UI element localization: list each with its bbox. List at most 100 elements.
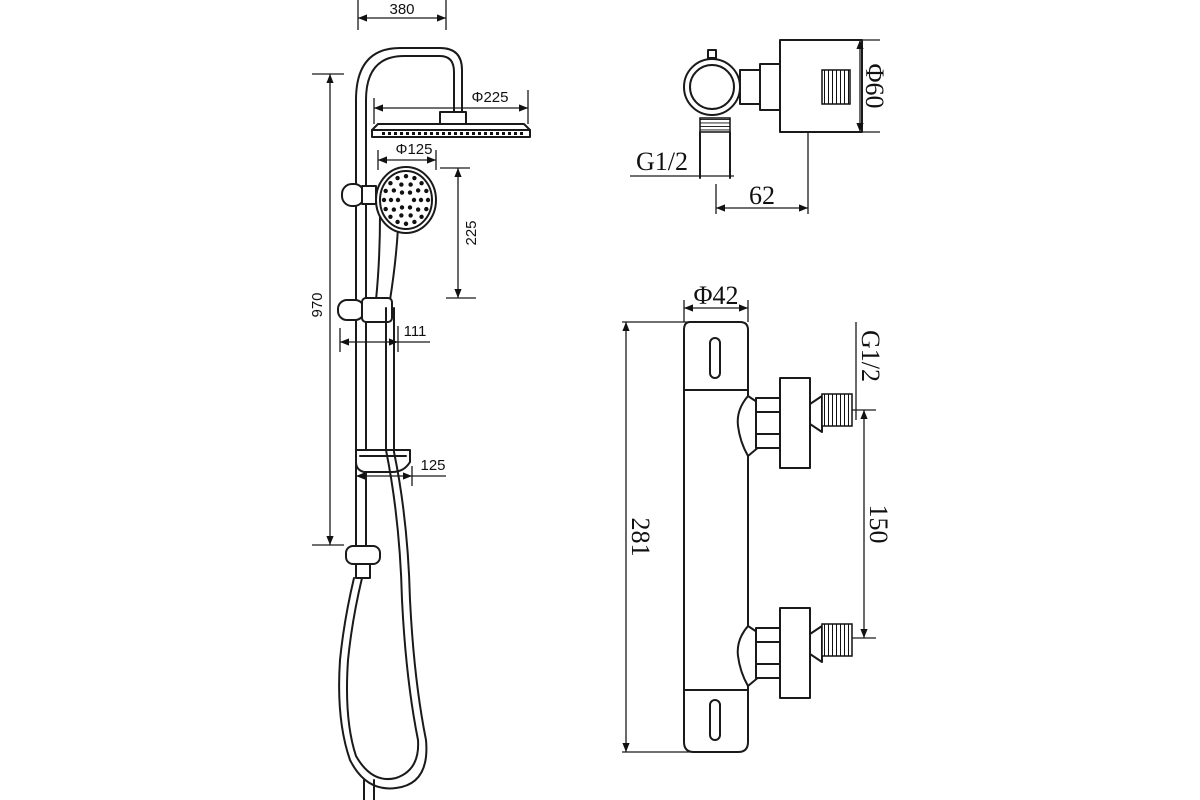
handshower-nozzle <box>424 188 429 194</box>
riser-pipe-outer <box>355 47 463 546</box>
side-union-nut <box>759 63 781 111</box>
label-body-length: 281 <box>626 518 655 557</box>
hose-connector <box>355 563 371 579</box>
riser-pipe-inner <box>365 55 455 546</box>
head-nozzle <box>400 132 403 135</box>
head-connector <box>439 111 467 125</box>
head-nozzle <box>388 132 391 135</box>
handshower-nozzle <box>395 197 401 203</box>
handshower-nozzle <box>407 190 413 195</box>
label-inlet-centres: 150 <box>864 505 893 544</box>
valve-front-view <box>683 321 853 753</box>
handshower-nozzle <box>408 182 413 187</box>
upper-escutcheon <box>779 377 811 469</box>
side-thread-outlet <box>699 117 731 133</box>
handshower-nozzle <box>391 207 397 212</box>
handshower-nozzle <box>418 197 424 203</box>
handshower-nozzle <box>412 175 417 181</box>
handshower-nozzle <box>399 213 404 218</box>
handshower-nozzle <box>395 175 400 181</box>
lower-escutcheon <box>779 607 811 699</box>
valve-knob-side <box>683 58 741 116</box>
head-nozzle <box>436 132 439 135</box>
top-slot <box>709 337 721 379</box>
handshower-nozzle <box>415 188 421 193</box>
head-nozzle <box>502 132 505 135</box>
shower-hose-outer <box>346 307 420 780</box>
side-thread-inlet <box>821 69 851 105</box>
label-handshower-diameter: Φ125 <box>396 141 433 158</box>
bracket-knob-top <box>361 185 377 205</box>
side-view-dimensions: Φ60 G1/2 62 <box>630 39 889 214</box>
soap-dish <box>355 449 411 473</box>
head-nozzle <box>424 132 427 135</box>
handshower-nozzle <box>412 219 417 225</box>
label-side-thread: G1/2 <box>636 147 688 176</box>
handshower-nozzle <box>391 188 397 193</box>
bottom-slot <box>709 699 721 741</box>
handshower-nozzle <box>407 205 413 210</box>
head-nozzle <box>460 132 463 135</box>
label-body-diameter: Φ42 <box>693 281 738 310</box>
label-slider-offset: 111 <box>404 323 427 340</box>
handshower-nozzle <box>399 190 405 195</box>
side-hex-nut <box>739 69 761 105</box>
head-nozzle <box>448 132 451 135</box>
head-nozzle <box>490 132 493 135</box>
shower-column <box>337 47 531 800</box>
label-soap-dish-depth: 125 <box>420 457 445 474</box>
head-nozzle <box>466 132 469 135</box>
shower-hose-inner <box>338 307 428 790</box>
lower-inlet <box>736 607 853 699</box>
valve-side-view <box>683 39 863 179</box>
label-handshower-drop: 225 <box>463 220 480 245</box>
head-nozzle <box>496 132 499 135</box>
hand-shower <box>375 166 437 301</box>
handshower-nozzle <box>403 174 409 179</box>
handshower-nozzle <box>403 221 409 226</box>
slider-bracket <box>361 297 393 323</box>
handshower-nozzle <box>408 213 413 218</box>
handshower-nozzle <box>388 197 394 203</box>
handshower-nozzle <box>388 180 393 186</box>
label-head-diameter: Φ225 <box>472 89 509 106</box>
lower-thread <box>821 623 853 657</box>
handshower-nozzle <box>419 214 424 220</box>
head-nozzle <box>382 132 385 135</box>
upper-hex-nut <box>755 397 781 449</box>
head-nozzle <box>514 132 517 135</box>
head-nozzle <box>430 132 433 135</box>
handshower-nozzle <box>383 206 388 212</box>
upper-thread <box>821 393 853 427</box>
valve-body <box>683 321 749 753</box>
label-arm-reach: 380 <box>389 1 414 18</box>
handshower-nozzle <box>395 219 400 225</box>
wall-bracket-bottom <box>345 545 381 565</box>
head-nozzle <box>394 132 397 135</box>
handshower-nozzle <box>388 214 393 220</box>
lower-hex-nut <box>755 627 781 679</box>
head-nozzle <box>484 132 487 135</box>
handshower-nozzle <box>419 180 424 186</box>
head-nozzle <box>406 132 409 135</box>
head-nozzle <box>478 132 481 135</box>
upper-inlet <box>736 377 853 469</box>
head-nozzle <box>508 132 511 135</box>
label-front-thread: G1/2 <box>856 330 885 382</box>
wall-bracket-top <box>341 183 365 207</box>
head-nozzle <box>412 132 415 135</box>
rain-shower-head <box>371 123 531 138</box>
head-nozzle <box>418 132 421 135</box>
handshower-nozzle <box>411 197 417 203</box>
label-projection: 62 <box>749 181 775 210</box>
label-knob-diameter: Φ60 <box>860 63 889 108</box>
handshower-nozzle <box>383 188 388 194</box>
handshower-nozzle <box>425 197 431 203</box>
slider-bracket-left <box>337 299 365 321</box>
head-nozzle <box>472 132 475 135</box>
handshower-nozzle <box>381 197 387 203</box>
column-dimensions: 380 Φ225 Φ125 225 970 111 125 <box>309 0 529 546</box>
handshower-nozzle <box>424 206 429 212</box>
handshower-nozzle <box>399 182 404 187</box>
head-nozzle <box>520 132 523 135</box>
